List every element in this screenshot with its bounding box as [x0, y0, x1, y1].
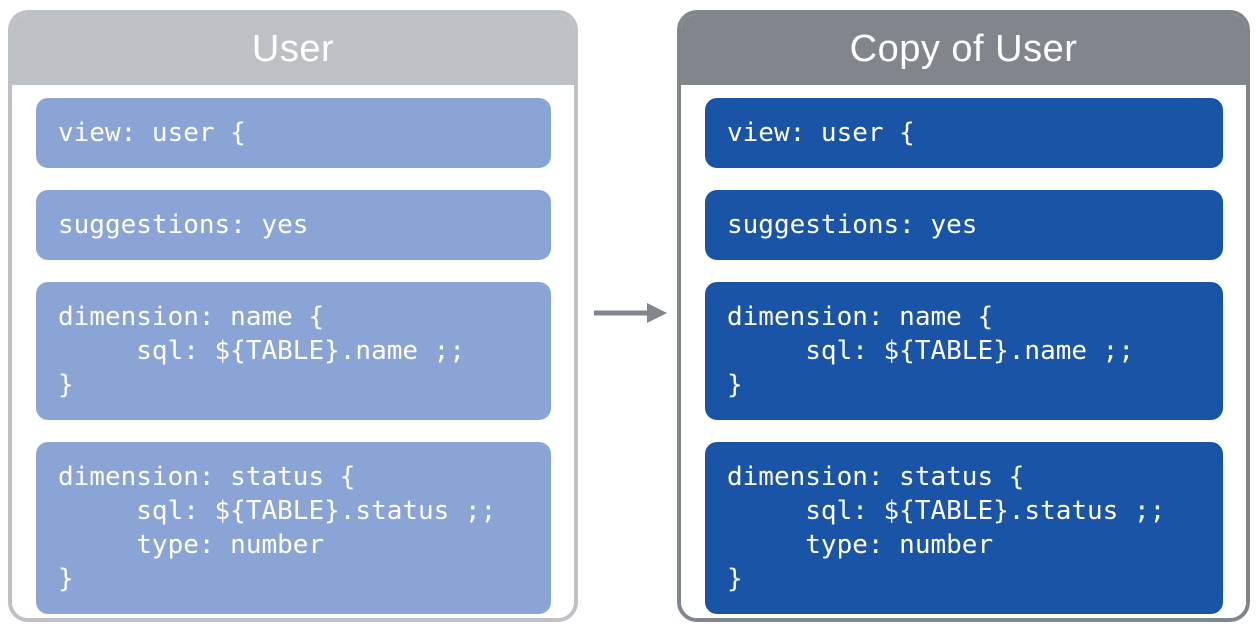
- code-block-view: view: user {: [36, 98, 551, 168]
- panel-title: User: [251, 28, 335, 70]
- code-line: dimension: name {: [58, 302, 325, 332]
- code-line: }: [727, 564, 743, 594]
- code-line: dimension: status {: [727, 462, 1025, 492]
- code-block-suggestions: suggestions: yes: [36, 190, 551, 260]
- code-line: suggestions: yes: [58, 210, 309, 240]
- code-block-suggestions: suggestions: yes: [705, 190, 1223, 260]
- user-panel-header: User: [12, 14, 574, 85]
- code-block-view: view: user {: [705, 98, 1223, 168]
- code-block-dimension-name: dimension: name { sql: ${TABLE}.name ;; …: [36, 282, 551, 420]
- code-line: }: [58, 370, 74, 400]
- code-block-dimension-status: dimension: status { sql: ${TABLE}.status…: [705, 442, 1223, 614]
- code-block-dimension-status: dimension: status { sql: ${TABLE}.status…: [36, 442, 551, 614]
- code-line: }: [58, 564, 74, 594]
- code-line: suggestions: yes: [727, 210, 978, 240]
- code-line: dimension: name {: [727, 302, 994, 332]
- code-line: view: user {: [727, 118, 915, 148]
- code-line: }: [727, 370, 743, 400]
- code-line: type: number: [727, 530, 994, 560]
- code-block-dimension-name: dimension: name { sql: ${TABLE}.name ;; …: [705, 282, 1223, 420]
- code-line: dimension: status {: [58, 462, 356, 492]
- code-line: sql: ${TABLE}.status ;;: [58, 496, 497, 526]
- user-panel: User view: user { suggestions: yes dimen…: [8, 10, 578, 622]
- user-panel-body: view: user { suggestions: yes dimension:…: [12, 85, 574, 618]
- copy-of-user-panel-body: view: user { suggestions: yes dimension:…: [681, 85, 1246, 618]
- code-line: type: number: [58, 530, 325, 560]
- copy-of-user-panel-header: Copy of User: [681, 14, 1246, 85]
- code-line: sql: ${TABLE}.name ;;: [727, 336, 1134, 366]
- code-line: view: user {: [58, 118, 246, 148]
- code-line: sql: ${TABLE}.status ;;: [727, 496, 1166, 526]
- panel-title: Copy of User: [849, 28, 1078, 70]
- code-line: sql: ${TABLE}.name ;;: [58, 336, 465, 366]
- right-arrow-icon: [594, 303, 667, 323]
- copy-of-user-panel: Copy of User view: user { suggestions: y…: [677, 10, 1250, 622]
